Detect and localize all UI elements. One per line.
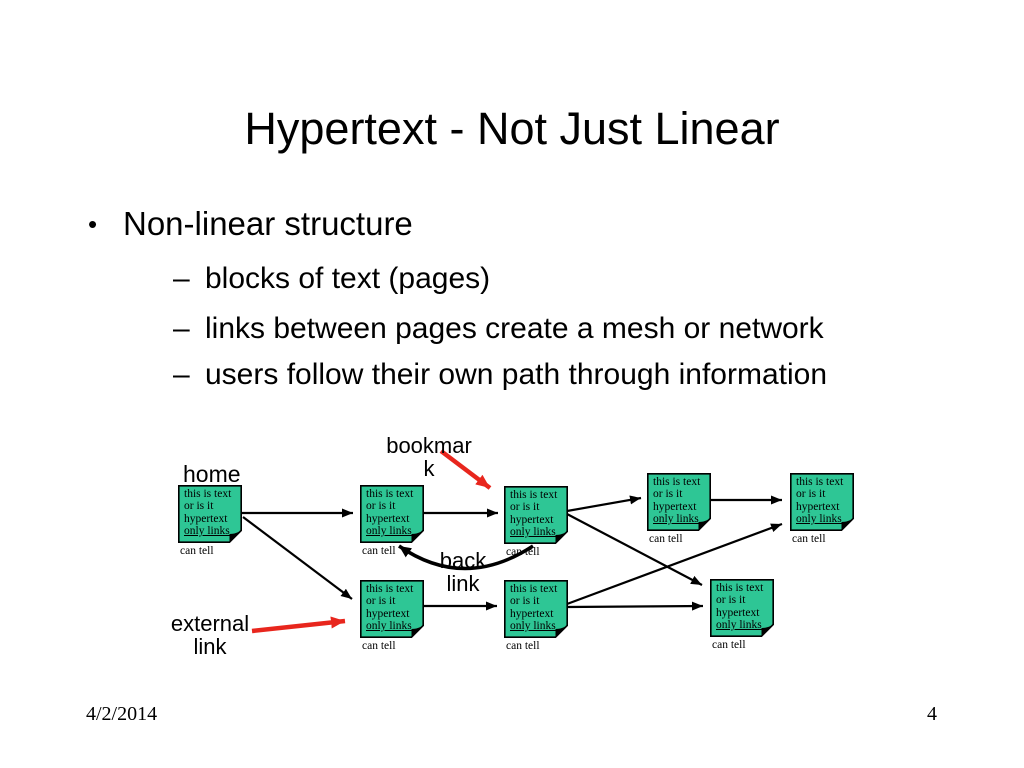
sub-bullet-text: users follow their own path through info…: [205, 358, 828, 391]
page-text: this is text or is it hypertext only lin…: [716, 582, 764, 631]
back-link-label: back link: [439, 548, 487, 596]
page-text: this is text or is it hypertext only lin…: [653, 476, 701, 525]
page-caption: can tell: [506, 640, 540, 652]
sub-bullet-item: –blocks of text (pages): [173, 260, 490, 297]
dash-marker: –: [173, 262, 190, 295]
page-icon: [710, 579, 774, 637]
page-node-bottom-1: this is text or is it hypertext only lin…: [360, 580, 424, 652]
bullet-marker: •: [88, 209, 98, 239]
page-caption: can tell: [649, 533, 683, 545]
page-text: this is text or is it hypertext only lin…: [510, 489, 558, 538]
page-caption: can tell: [362, 640, 396, 652]
link-arrow: [566, 601, 704, 611]
sub-bullet-text: links between pages create a mesh or net…: [205, 312, 824, 345]
page-text: this is text or is it hypertext only lin…: [366, 583, 414, 632]
page-caption: can tell: [792, 533, 826, 545]
bullet-text: Non-linear structure: [123, 205, 413, 242]
sub-bullet-item: –links between pages create a mesh or ne…: [173, 310, 824, 347]
page-caption: can tell: [180, 545, 214, 557]
link-arrow: [566, 495, 642, 513]
page-caption: can tell: [506, 546, 540, 558]
page-icon: [647, 473, 711, 531]
external-link-arrow: [251, 616, 346, 634]
slide-title: Hypertext - Not Just Linear: [244, 103, 780, 154]
page-icon: [360, 580, 424, 638]
page-text: this is text or is it hypertext only lin…: [796, 476, 844, 525]
page-icon: [504, 580, 568, 638]
home-label: home: [183, 461, 241, 487]
page-icon: [790, 473, 854, 531]
sub-bullet-item: –users follow their own path through inf…: [173, 356, 827, 393]
link-arrow: [242, 516, 353, 600]
page-text: this is text or is it hypertext only lin…: [184, 488, 232, 537]
page-node-bottom-2: this is text or is it hypertext only lin…: [504, 580, 568, 652]
page-node-top-4: this is text or is it hypertext only lin…: [647, 473, 711, 545]
external-link-label: external link: [170, 611, 250, 659]
dash-marker: –: [173, 312, 190, 345]
page-node-bottom-3: this is text or is it hypertext only lin…: [710, 579, 774, 651]
page-node-home: this is text or is it hypertext only lin…: [178, 485, 242, 557]
page-icon: [178, 485, 242, 543]
page-number: 4: [927, 703, 937, 725]
page-icon: [360, 485, 424, 543]
bullet-item: • Non-linear structure: [88, 204, 413, 244]
page-text: this is text or is it hypertext only lin…: [366, 488, 414, 537]
page-text: this is text or is it hypertext only lin…: [510, 583, 558, 632]
page-icon: [504, 486, 568, 544]
page-caption: can tell: [712, 639, 746, 651]
page-node-top-3: this is text or is it hypertext only lin…: [504, 486, 568, 558]
footer-date: 4/2/2014: [86, 703, 158, 725]
page-node-top-5: this is text or is it hypertext only lin…: [790, 473, 854, 545]
sub-bullet-text: blocks of text (pages): [205, 262, 491, 295]
page-caption: can tell: [362, 545, 396, 557]
page-node-top-2: this is text or is it hypertext only lin…: [360, 485, 424, 557]
bookmark-label: bookmar k: [386, 433, 472, 481]
dash-marker: –: [173, 358, 190, 391]
